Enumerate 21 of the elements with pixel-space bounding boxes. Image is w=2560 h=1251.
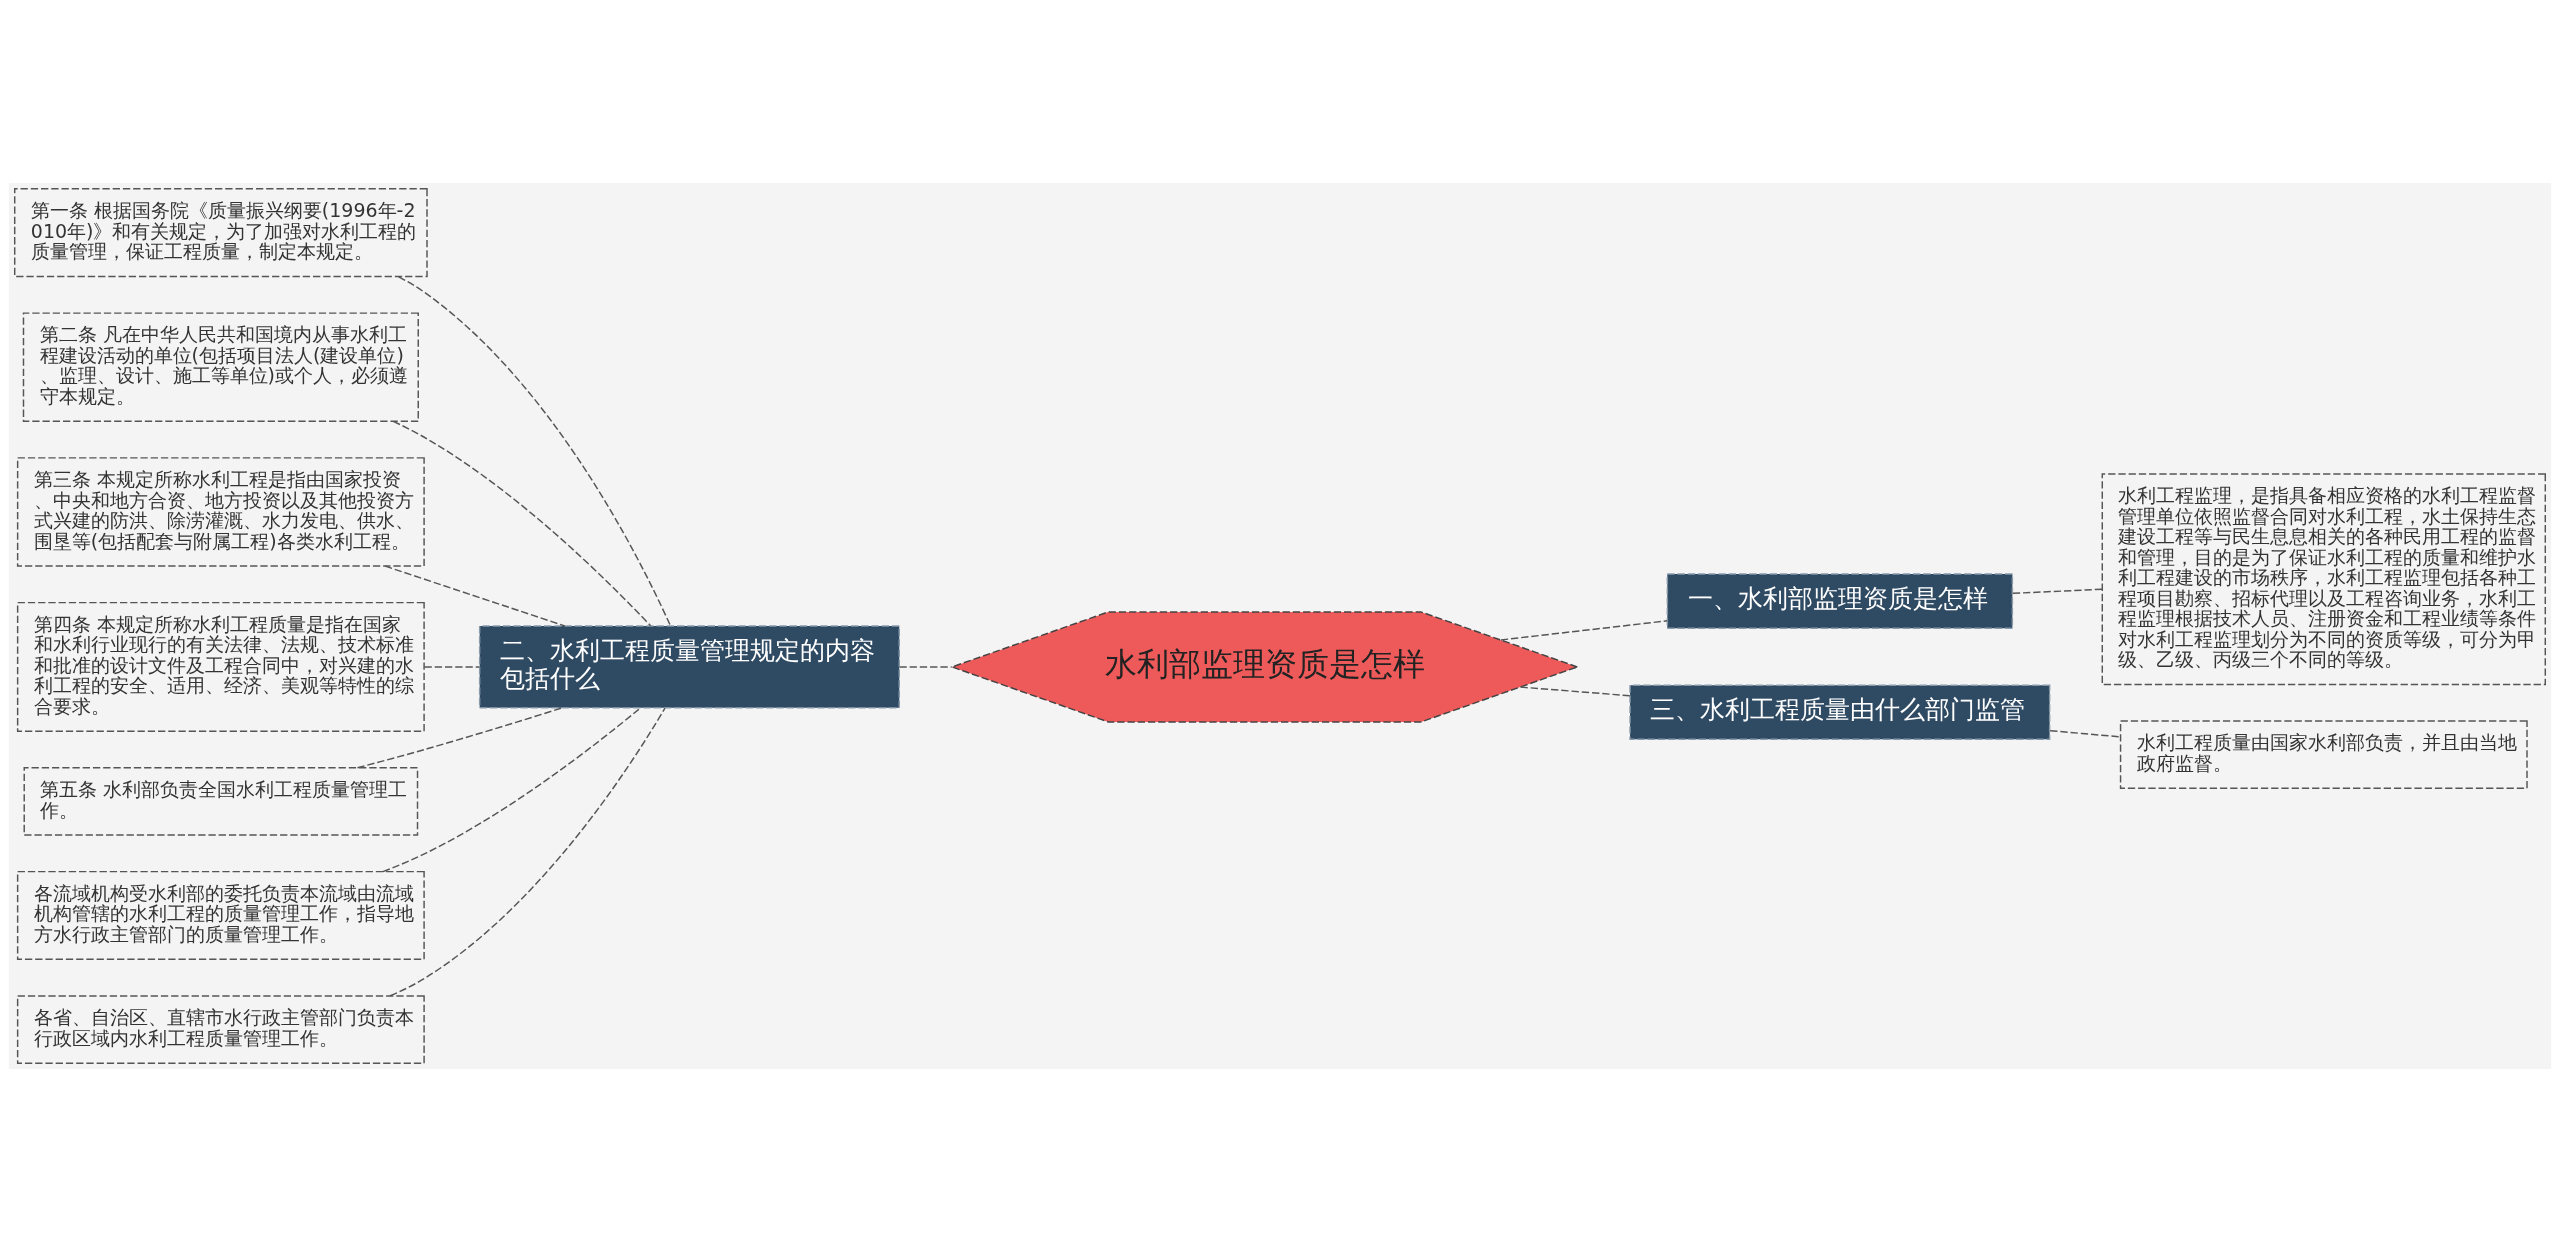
connector <box>2012 588 2103 594</box>
node-box: 各流域机构受水利部的委托负责本流域由流域机构管辖的水利工程的质量管理工作，指导地方水行政主管部门的质量管理工作。 <box>16 870 425 960</box>
connector <box>384 564 566 627</box>
node-box: 水利工程监理，是指具备相应资格的水利工程监督管理单位依照监督合同对水利工程，水土保持生态建设工程等与民生息息相关的各种民用工程的监督和管理，目的是为了保证水利工程的质量和维护水利工程建设的市场秩序，水利工程监理包括各种工程项目勘察、招标代理以及工程咨询业务，水利工程监理根据技术人员、注册资金和工程业绩等条件对水利工程监理划分为不同的资质等级，可分为甲级、乙级、丙级三个不同的等级。 <box>2101 472 2546 685</box>
node-box: 三、水利工程质量由什么部门监管 <box>1629 684 2051 740</box>
connector <box>1519 685 1631 696</box>
node-box: 第二条 凡在中华人民共和国境内从事水利工程建设活动的单位(包括项目法人(建设单位)、监理、设计、施工等单位)或个人，必须遵守本规定。 <box>22 311 419 422</box>
node-box: 第五条 水利部负责全国水利工程质量管理工作。 <box>23 766 419 836</box>
connector <box>2049 729 2122 738</box>
connector <box>1500 619 1668 641</box>
connector <box>898 665 953 668</box>
node-box: 第三条 本规定所称水利工程是指由国家投资、中央和地方合资、地方投资以及其他投资方式兴建的防洪、除涝灌溉、水力发电、供水、围垦等(包括配套与附属工程)各类水利工程。 <box>16 456 425 567</box>
node-box: 一、水利部监理资质是怎样 <box>1666 572 2014 629</box>
connector <box>423 665 481 668</box>
node-box: 第四条 本规定所称水利工程质量是指在国家和水利行业现行的有关法律、法规、技术标准和批准的设计文件及工程合同中，对兴建的水利工程的安全、适用、经济、美观等特性的综合要求。 <box>16 601 425 732</box>
connector <box>392 420 652 626</box>
connector <box>397 275 672 627</box>
node-box: 第一条 根据国务院《质量振兴纲要(1996年-2010年)》和有关规定，为了加强对水利工程的质量管理，保证工程质量，制定本规定。 <box>14 187 428 277</box>
node-box: 二、水利工程质量管理规定的内容包括什么 <box>478 624 900 709</box>
node-box: 水利工程质量由国家水利部负责，并且由当地政府监督。 <box>2119 719 2528 789</box>
node-box: 各省、自治区、直辖市水行政主管部门负责本行政区域内水利工程质量管理工作。 <box>16 994 425 1064</box>
